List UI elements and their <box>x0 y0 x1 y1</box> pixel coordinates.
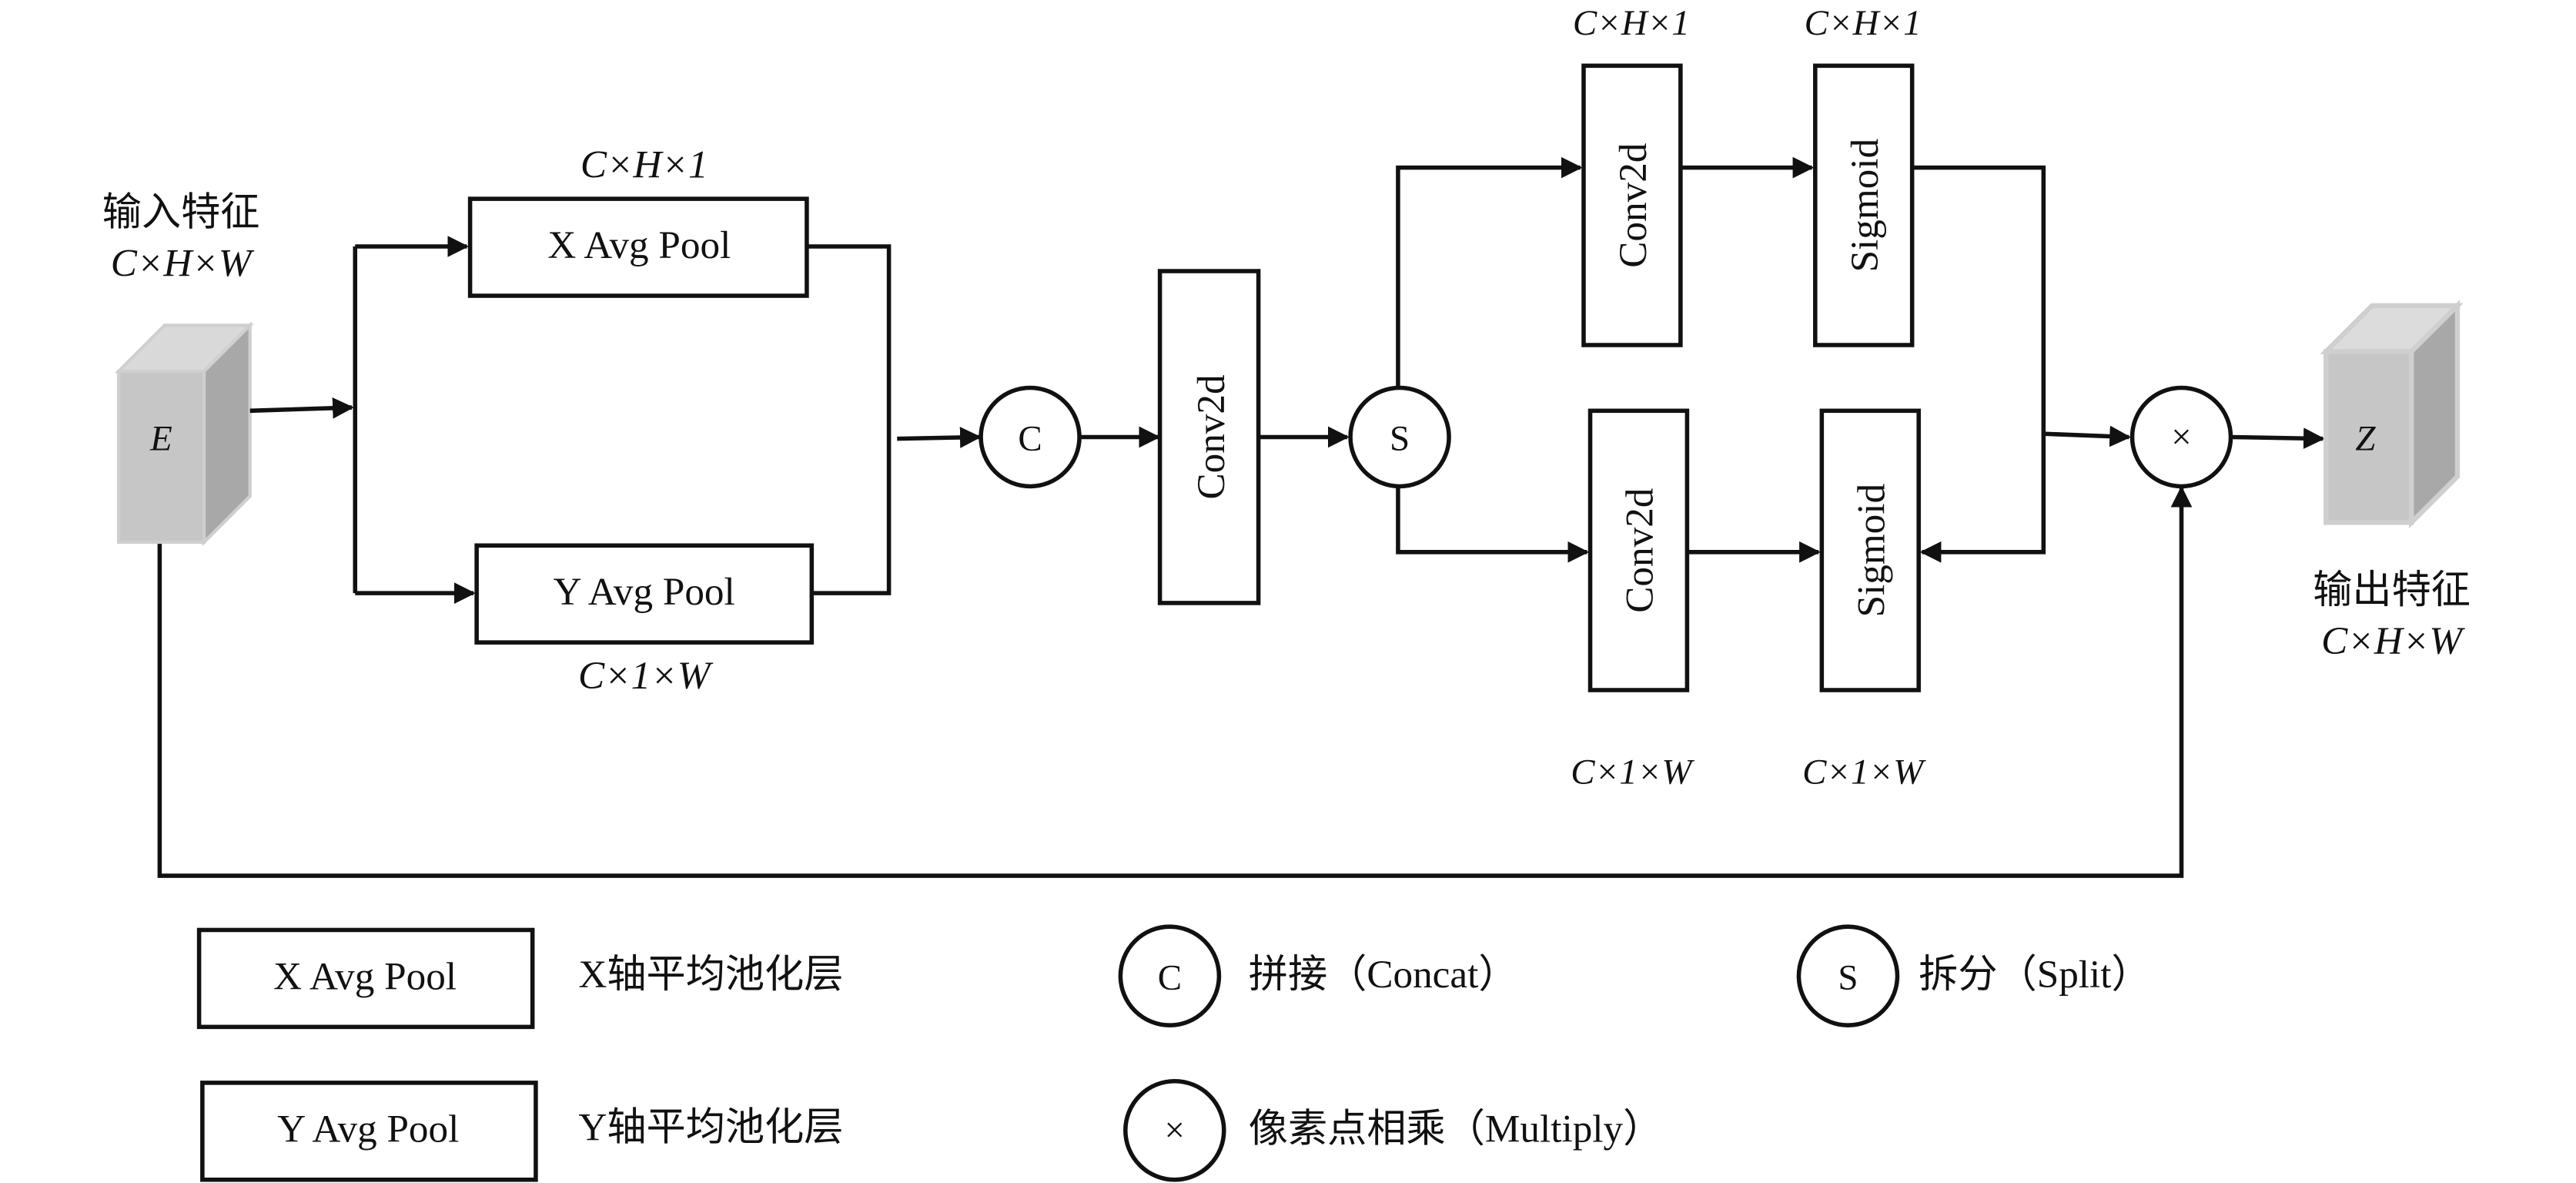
split-circle <box>1348 385 1451 489</box>
top-conv2d-box <box>1581 63 1683 347</box>
arrow-input-to-branch <box>249 397 354 419</box>
input-shape: C×H×W <box>111 241 255 285</box>
legend-y-pool-label: Y Avg Pool <box>277 1108 459 1151</box>
y-avg-pool-box <box>474 543 815 645</box>
multiply-symbol: × <box>2171 417 2191 457</box>
arrow-split-to-top-conv <box>1396 156 1583 388</box>
legend-x-pool-desc: X轴平均池化层 <box>578 953 843 997</box>
x-avg-pool-box <box>467 196 809 298</box>
input-title: 输入特征 <box>102 190 260 234</box>
output-letter: Z <box>2355 419 2376 459</box>
arrow-to-multiply <box>2043 425 2132 447</box>
legend-concat-desc: 拼接（Concat） <box>1249 953 1518 997</box>
x-avg-pool-label: X Avg Pool <box>547 223 731 267</box>
output-shape: C×H×W <box>2321 619 2465 663</box>
connectors <box>157 156 2325 878</box>
bottom-sigmoid-label: Sigmoid <box>1849 484 1893 618</box>
arrow-multiply-to-output <box>2230 427 2325 450</box>
split-symbol: S <box>1390 419 1410 459</box>
legend-y-pool-desc: Y轴平均池化层 <box>578 1106 843 1150</box>
legend-split-circle <box>1796 924 1900 1027</box>
bottom-conv2d-label: Conv2d <box>1618 488 1662 613</box>
legend-concat-circle <box>1118 924 1222 1027</box>
legend-concat-symbol: C <box>1158 957 1182 997</box>
main-conv2d-box <box>1157 269 1261 605</box>
bottom-conv-shape: C×1×W <box>1571 752 1694 793</box>
legend-y-pool-box <box>200 1081 538 1182</box>
y-pool-shape: C×1×W <box>578 654 714 698</box>
input-feature-cube: E <box>114 321 254 547</box>
top-sigmoid-label: Sigmoid <box>1843 139 1887 273</box>
legend-multiply-desc: 像素点相乘（Multiply） <box>1249 1108 1663 1151</box>
top-conv-shape: C×H×1 <box>1573 3 1690 43</box>
legend: X Avg Pool X轴平均池化层 Y Avg Pool Y轴平均池化层 C … <box>196 924 2151 1182</box>
concat-circle <box>979 385 1082 489</box>
legend-x-pool-box <box>196 927 535 1030</box>
top-sigmoid-box <box>1813 63 1915 347</box>
merge-line-pools <box>806 244 892 595</box>
x-pool-shape: C×H×1 <box>580 142 708 186</box>
legend-multiply-circle <box>1123 1078 1226 1182</box>
arrow-to-concat <box>897 427 982 448</box>
legend-multiply-symbol: × <box>1165 1111 1185 1151</box>
bottom-sigmoid-box <box>1819 408 1921 692</box>
top-conv2d-label: Conv2d <box>1611 143 1655 268</box>
output-feature-cube: Z <box>2320 300 2464 529</box>
legend-split-desc: 拆分（Split） <box>1919 953 2150 997</box>
main-conv2d-label: Conv2d <box>1189 374 1233 499</box>
input-letter: E <box>149 419 172 459</box>
concat-symbol: C <box>1018 419 1042 459</box>
multiply-circle <box>2129 385 2233 489</box>
y-avg-pool-label: Y Avg Pool <box>554 570 735 614</box>
bottom-sigmoid-shape: C×1×W <box>1802 752 1926 793</box>
legend-x-pool-label: X Avg Pool <box>273 954 457 998</box>
skip-connection-arrow <box>157 485 2193 878</box>
legend-split-symbol: S <box>1838 957 1858 997</box>
arrow-split-to-bottom-conv <box>1396 486 1590 563</box>
output-title: 输出特征 <box>2313 568 2471 612</box>
merge-line-sigmoids <box>1912 165 2046 563</box>
top-sigmoid-shape: C×H×1 <box>1805 3 1922 43</box>
bottom-conv2d-box <box>1587 408 1690 692</box>
